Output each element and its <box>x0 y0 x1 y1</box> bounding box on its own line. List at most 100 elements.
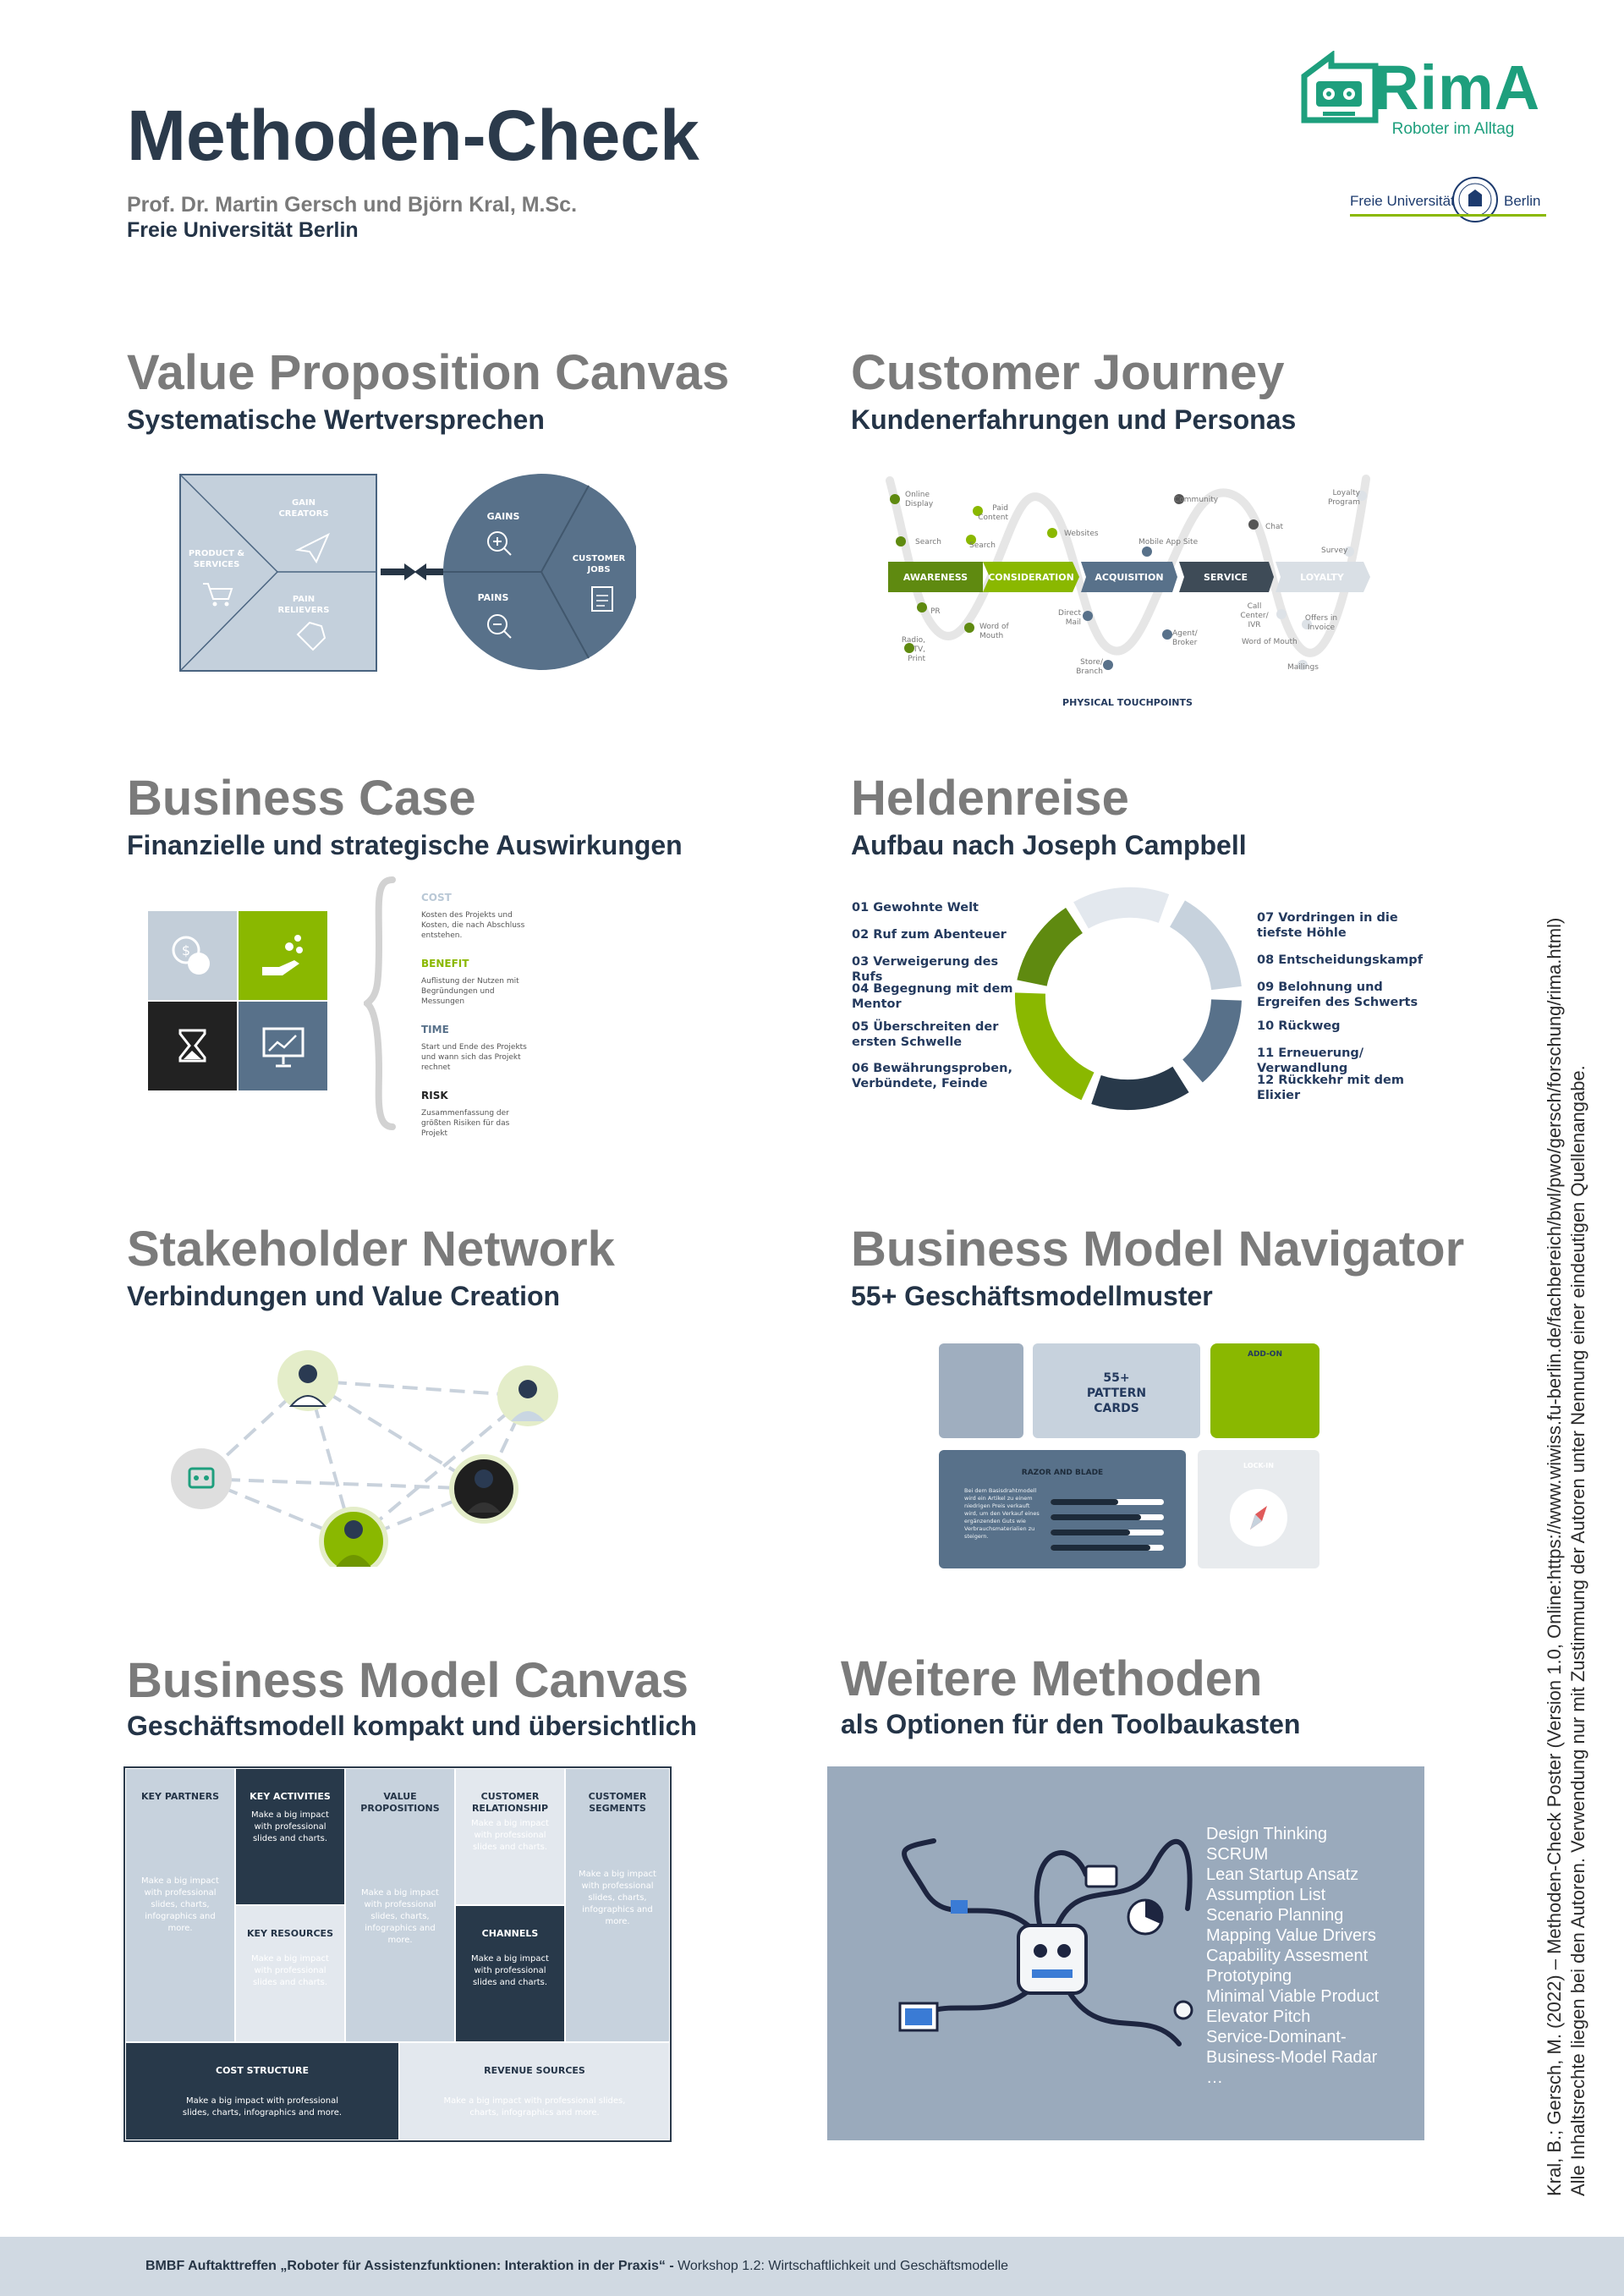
compass-icon <box>1230 1489 1287 1546</box>
wm-subtitle: als Optionen für den Toolbaukasten <box>841 1709 1301 1739</box>
fu-logo: Freie Universität Berlin <box>1350 176 1546 227</box>
bmn-bar-4 <box>1051 1545 1164 1551</box>
bmn-card-lockin: LOCK-IN <box>1198 1450 1320 1568</box>
business-model-canvas: KEY PARTNERS Make a big impact with prof… <box>123 1766 672 2142</box>
hr-step-07: 07 Vordringen in die tiefste Höhle <box>1257 911 1398 940</box>
cj-physical-touchpoints: PHYSICAL TOUCHPOINTS <box>1062 697 1193 708</box>
wm-item: Minimal Viable Product <box>1206 1987 1380 2006</box>
cj-stage-acquisition: ACQUISITION <box>1095 572 1164 583</box>
bc-benefit-head: BENEFIT <box>421 958 469 969</box>
wm-item: Business-Model Radar <box>1206 2048 1378 2067</box>
fu-text-right: Berlin <box>1504 193 1541 209</box>
tp-search-1: Search <box>915 538 941 547</box>
bc-title: Business Case <box>127 771 476 826</box>
tp-paid-content: Paid Content <box>978 504 1008 522</box>
tp-online-display: Online Display <box>905 491 934 508</box>
side-note-rights: Alle Inhaltsrechte liegen bei den Autore… <box>1567 1065 1588 2196</box>
wm-item: Service-Dominant- <box>1206 2028 1347 2046</box>
tp-search-2: Search <box>969 541 996 550</box>
hr-step-10: 10 Rückweg <box>1257 1019 1341 1033</box>
vpc-gain-creators: GAIN CREATORS <box>278 498 329 519</box>
presentation-chart-icon <box>262 1027 304 1068</box>
bmn-bar-3 <box>1051 1530 1164 1535</box>
tp-survey: Survey <box>1321 547 1348 555</box>
bc-cost-text: Kosten des Projekts und Kosten, die nach… <box>421 911 525 940</box>
rima-logo: RimA Roboter im Alltag <box>1298 49 1551 144</box>
vpc-customer-jobs: CUSTOMER JOBS <box>572 554 626 574</box>
stage-consideration-shape <box>983 562 1079 592</box>
plus-magnifier-icon <box>487 531 512 556</box>
bmn-pattern-cards-label: 55+ PATTERN CARDS <box>1086 1371 1147 1415</box>
tp-word-2: Word of Mouth <box>1242 638 1298 646</box>
vpc-products: PRODUCT & SERVICES <box>188 549 245 569</box>
cj-title: Customer Journey <box>851 345 1285 400</box>
hr-step-03: 03 Verweigerung des Rufs <box>852 955 999 984</box>
customer-journey-diagram <box>886 475 1370 670</box>
hr-step-08: 08 Entscheidungskampf <box>1257 953 1423 967</box>
stakeholder-person-2 <box>497 1365 558 1426</box>
hourglass-icon <box>178 1029 206 1063</box>
tp-word-1: Word of Mouth <box>979 623 1009 640</box>
cj-subtitle: Kundenerfahrungen und Personas <box>851 404 1297 435</box>
wm-item: Assumption List <box>1206 1886 1326 1904</box>
bc-benefit-text: Auflistung der Nutzen mit Begründungen u… <box>421 977 519 1006</box>
bmcv-subtitle: Geschäftsmodell kompakt und übersichtlic… <box>127 1711 697 1741</box>
bc-subtitle: Finanzielle und strategische Auswirkunge… <box>127 830 683 860</box>
tp-loyalty-program: Loyalty Program <box>1328 489 1360 507</box>
vpc-title: Value Proposition Canvas <box>127 345 730 400</box>
hr-step-01: 01 Gewohnte Welt <box>852 901 979 915</box>
wm-item: Capability Assesment <box>1206 1947 1369 1965</box>
tag-icon <box>296 621 326 651</box>
cj-stage-service: SERVICE <box>1203 572 1248 583</box>
vpc-subtitle: Systematische Wertversprechen <box>127 404 545 435</box>
tp-mobile-app: Mobile App Site <box>1138 538 1199 547</box>
side-note-citation: Kral, B.; Gersch, M. (2022) – Methoden-C… <box>1544 917 1565 2196</box>
wm-item: Elevator Pitch <box>1206 2008 1311 2026</box>
bmc-key-resources: KEY RESOURCES Make a big impact with pro… <box>235 1905 345 2042</box>
bc-brace <box>364 876 396 1130</box>
bmn-razor-text: Bei dem Basisdrahtmodell wird ein Artike… <box>964 1487 1040 1540</box>
robot-illustration <box>898 1838 1193 2046</box>
footer-bar: BMBF Auftakttreffen „Roboter für Assiste… <box>0 2237 1624 2296</box>
hr-step-09: 09 Belohnung und Ergreifen des Schwerts <box>1257 980 1418 1009</box>
tp-offers: Offers in Invoice <box>1304 614 1338 632</box>
minus-magnifier-icon <box>487 614 512 639</box>
bmn-addon-label: ADD-ON <box>1248 1350 1282 1359</box>
hr-step-04: 04 Begegnung mit dem Mentor <box>852 982 1013 1011</box>
wm-panel: Design Thinking SCRUM Lean Startup Ansat… <box>827 1766 1424 2140</box>
footer-workshop: Workshop 1.2: Wirtschaftlichkeit und Ges… <box>673 2259 1009 2273</box>
footer-event: BMBF Auftakttreffen „Roboter für Assiste… <box>145 2259 674 2273</box>
wm-item: Design Thinking <box>1206 1825 1328 1843</box>
hr-step-11: 11 Erneuerung/ Verwandlung <box>1257 1046 1364 1075</box>
rima-tagline: Roboter im Alltag <box>1391 120 1515 138</box>
bc-risk-head: RISK <box>421 1090 448 1101</box>
sn-subtitle: Verbindungen und Value Creation <box>127 1281 561 1311</box>
touchpoint-dots <box>890 491 1367 670</box>
vpc-gains: GAINS <box>486 511 520 522</box>
bmn-bar-2 <box>1051 1514 1164 1520</box>
wm-item: Lean Startup Ansatz <box>1206 1865 1359 1884</box>
stakeholder-robot <box>171 1448 232 1509</box>
stakeholder-person-4 <box>449 1454 518 1524</box>
wm-item: … <box>1206 2068 1223 2087</box>
hr-step-06: 06 Bewährungsproben, Verbündete, Feinde <box>852 1062 1012 1090</box>
bmcv-title: Business Model Canvas <box>127 1653 689 1708</box>
tp-store: Store/ Branch <box>1076 658 1103 676</box>
hr-step-02: 02 Ruf zum Abenteuer <box>852 928 1007 942</box>
bmc-key-partners: KEY PARTNERS Make a big impact with prof… <box>125 1768 235 2042</box>
tp-websites: Websites <box>1064 530 1099 538</box>
bmc-customer-segments: CUSTOMER SEGMENTS Make a big impact with… <box>565 1768 670 2042</box>
paper-plane-icon <box>294 532 331 564</box>
cj-stage-consideration: CONSIDERATION <box>988 572 1074 583</box>
stage-loyalty-shape <box>1276 562 1370 592</box>
bmn-lockin-label: LOCK-IN <box>1243 1462 1274 1469</box>
wm-title: Weitere Methoden <box>841 1651 1263 1706</box>
bc-tile-risk <box>239 1002 327 1090</box>
bc-tile-cost: $ <box>148 911 237 1000</box>
tp-agent: Agent/ Broker <box>1172 629 1198 647</box>
bmn-card-razor: RAZOR AND BLADE Bei dem Basisdrahtmodell… <box>939 1450 1186 1568</box>
bmn-razor-label: RAZOR AND BLADE <box>1021 1469 1104 1477</box>
bmn-card-blank <box>939 1343 1023 1438</box>
authors: Prof. Dr. Martin Gersch und Björn Kral, … <box>127 193 578 217</box>
tp-chat: Chat <box>1265 523 1284 531</box>
